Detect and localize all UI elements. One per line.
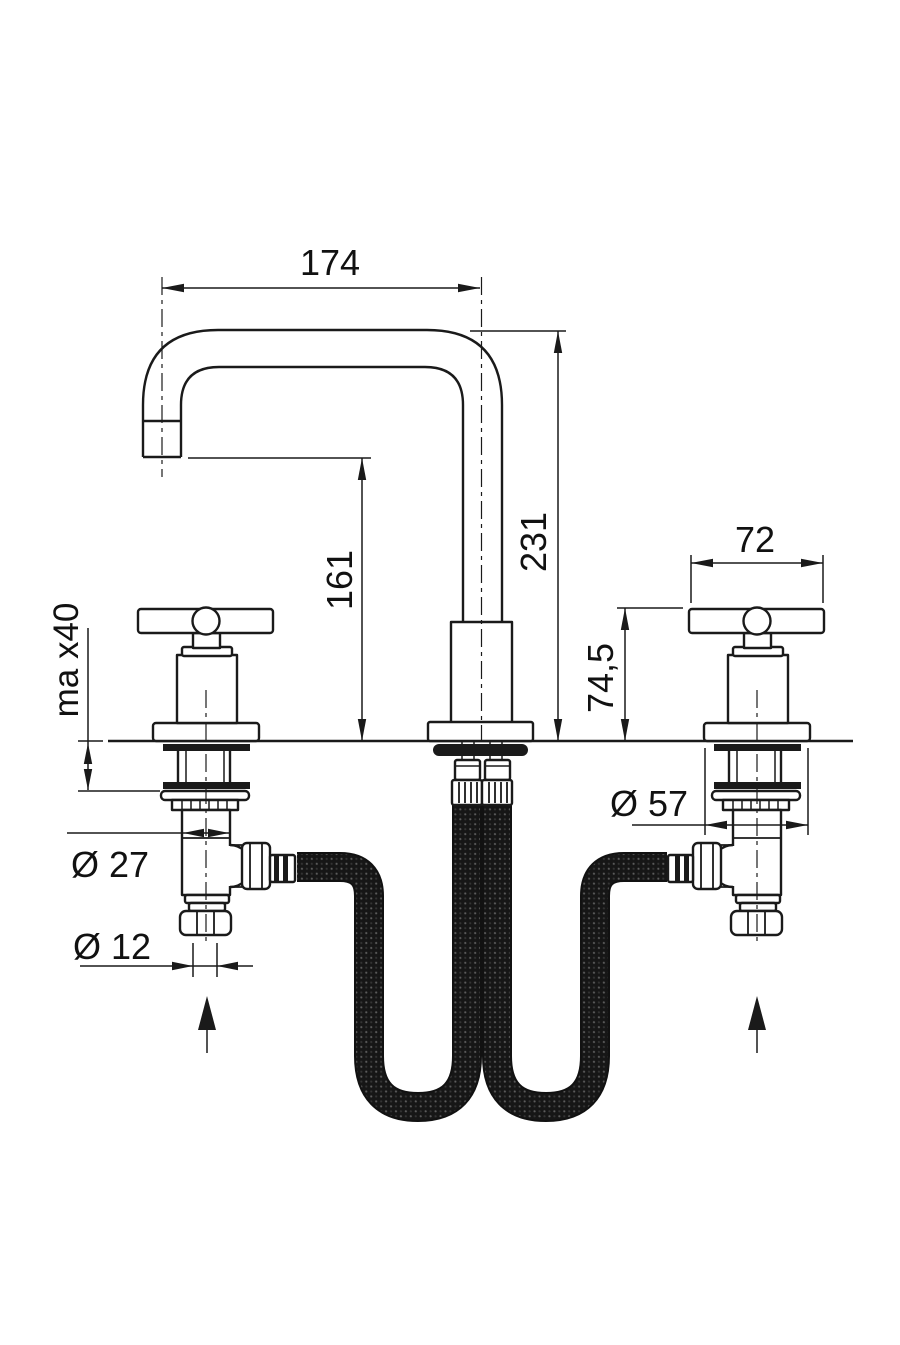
base-gasket xyxy=(433,744,528,756)
arrow xyxy=(801,558,823,568)
arrow xyxy=(620,719,630,741)
dim-label-outlet-height: 161 xyxy=(319,550,360,610)
arrow xyxy=(357,458,367,480)
left-valve-under-deck xyxy=(159,744,297,937)
arrow xyxy=(208,828,229,838)
arrow xyxy=(357,719,367,741)
dim-label-valve-body-diameter: Ø 27 xyxy=(71,844,149,885)
dim-label-handle-height: 74,5 xyxy=(580,643,621,713)
left-handle xyxy=(136,606,275,743)
arrow xyxy=(553,719,563,741)
flexible-hoses xyxy=(297,801,667,1123)
dim-inlet-diameter: Ø 12 xyxy=(73,926,253,977)
spout-base-plate xyxy=(426,720,535,743)
dim-label-inlet-diameter: Ø 12 xyxy=(73,926,151,967)
right-handle xyxy=(687,606,826,743)
dim-label-escutcheon-diameter: Ø 57 xyxy=(610,783,688,824)
dim-spout-reach: 174 xyxy=(162,242,480,293)
arrow xyxy=(162,283,184,293)
centerlines xyxy=(161,277,758,941)
arrow xyxy=(172,961,193,971)
flow-arrow-icon xyxy=(748,996,766,1030)
arrow xyxy=(705,820,727,830)
arrow xyxy=(83,769,93,790)
dim-label-overall-height: 231 xyxy=(513,512,554,572)
dim-outlet-height: 161 xyxy=(188,457,371,741)
dim-overall-height: 231 xyxy=(470,330,566,741)
right-valve-under-deck xyxy=(666,744,802,937)
flow-arrow-icon xyxy=(198,996,216,1030)
dim-max-deck-thickness: ma x40 xyxy=(47,603,160,792)
dim-handle-width: 72 xyxy=(690,519,824,603)
arrow xyxy=(691,558,713,568)
dim-valve-body-diameter: Ø 27 xyxy=(67,828,230,885)
arrow xyxy=(458,283,480,293)
right-handle-hub xyxy=(742,606,772,636)
dim-handle-height: 74,5 xyxy=(580,607,683,741)
center-supply-tails xyxy=(433,741,528,762)
dim-label-spout-reach: 174 xyxy=(300,242,360,283)
dim-label-handle-width: 72 xyxy=(735,519,775,560)
arrow xyxy=(786,820,808,830)
hose-crimp-connectors xyxy=(450,758,514,807)
arrow xyxy=(217,961,238,971)
flow-direction-arrows xyxy=(198,996,766,1053)
dim-escutcheon-diameter: Ø 57 xyxy=(610,748,809,835)
dim-label-max-deck-thickness: ma x40 xyxy=(47,603,86,718)
left-handle-hub xyxy=(191,606,221,636)
arrow xyxy=(183,828,204,838)
arrow xyxy=(620,608,630,630)
arrow xyxy=(553,331,563,353)
arrow xyxy=(83,743,93,764)
